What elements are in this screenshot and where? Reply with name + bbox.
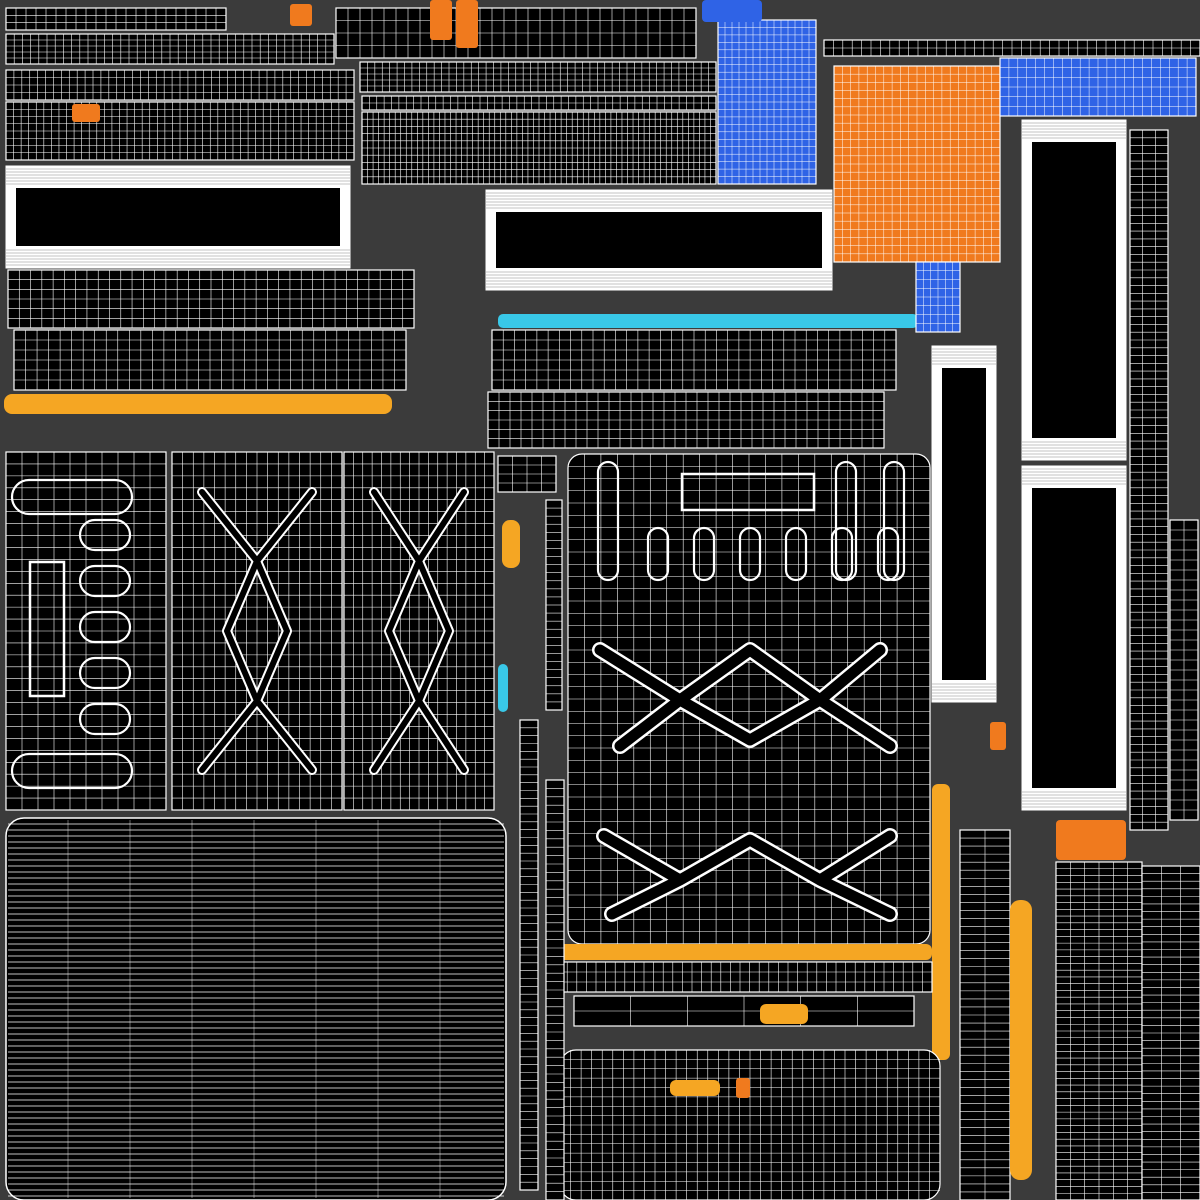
uv-island-top-small-row — [5, 7, 227, 31]
pad-left-capsule — [78, 656, 132, 690]
orange-chip-3 — [736, 1078, 750, 1098]
uv-island-lower-strip-a — [547, 961, 933, 993]
uv-island-bottom-right-block — [1055, 861, 1143, 1200]
orange-marker-top-1 — [290, 4, 312, 26]
uv-island-vertical-strip-c — [519, 719, 539, 1191]
uv-island-lower-strip-b — [573, 995, 915, 1027]
uv-island-top-strip-c — [5, 101, 355, 161]
pad-left-capsule-bottom — [10, 752, 134, 790]
pad-left-capsule — [78, 564, 132, 598]
pad-left-capsule-long — [10, 478, 134, 516]
uv-island-blue-block — [717, 19, 817, 185]
uv-island-center-strip-b — [361, 95, 717, 111]
uv-island-vertical-strip-d — [545, 779, 565, 1200]
uv-island-top-right-thin — [823, 39, 1200, 57]
uv-island-pad-left — [5, 451, 167, 811]
orange-bar-lower-horizontal — [546, 944, 932, 960]
uv-island-right-thin-column — [1129, 129, 1169, 831]
orange-marker-top-2 — [72, 104, 100, 122]
uv-island-top-strip-a — [5, 33, 335, 65]
orange-chip-2 — [670, 1080, 720, 1096]
uv-island-perspective-center-b — [487, 391, 885, 449]
uv-island-top-strip-b — [5, 69, 355, 101]
orange-marker-top-3 — [430, 0, 452, 40]
central-pad-capsule — [882, 460, 906, 582]
cyan-bar-center — [498, 314, 918, 328]
orange-bar-left — [4, 394, 392, 414]
pad-left-capsule — [78, 518, 132, 552]
uv-island-blue-small — [915, 261, 961, 333]
uv-island-right-panel-upper — [1021, 119, 1127, 461]
uv-island-right-panel-mid — [931, 345, 997, 703]
orange-bar-lower-vertical — [932, 784, 950, 1060]
uv-island-perspective-left-b — [13, 329, 407, 391]
central-pad-mini-capsule — [692, 526, 716, 582]
cyan-pill-mid — [498, 664, 508, 712]
central-pad-mini-capsule — [830, 526, 854, 582]
uv-island-center-strip-a — [359, 61, 717, 93]
uv-island-center-strip-c — [361, 111, 717, 185]
orange-bar-bottom-right — [1010, 900, 1032, 1180]
uv-island-perspective-center-a — [491, 329, 897, 391]
orange-marker-bottom-right — [990, 722, 1006, 750]
orange-pill-mid — [502, 520, 520, 568]
orange-chip-1 — [760, 1004, 808, 1024]
uv-island-bottom-right-column — [959, 829, 1011, 1200]
uv-island-x-pad-1 — [171, 451, 343, 811]
blue-marker-top — [702, 0, 762, 22]
uv-island-right-far-strip — [1169, 519, 1199, 821]
uv-island-perspective-left-a — [7, 269, 415, 329]
orange-marker-right — [1056, 820, 1126, 860]
central-pad-mini-capsule — [876, 526, 900, 582]
uv-island-central-pad — [567, 453, 931, 945]
uv-island-blue-strip — [999, 57, 1197, 117]
uv-island-bottom-right-narrow — [1141, 865, 1200, 1200]
central-pad-mini-capsule — [738, 526, 762, 582]
uv-island-lower-tray — [559, 1049, 941, 1200]
uv-island-vertical-strip-a — [497, 455, 557, 493]
uv-island-large-lined-panel — [5, 817, 507, 1200]
uv-island-x-pad-2 — [343, 451, 495, 811]
uv-island-orange-block — [833, 65, 1001, 263]
uv-island-vertical-strip-b — [545, 499, 563, 711]
pad-left-capsule — [78, 702, 132, 736]
central-pad-mini-capsule — [784, 526, 808, 582]
uv-island-black-panel-center — [485, 189, 833, 291]
uv-island-center-top-smalls — [335, 7, 697, 59]
orange-marker-top-4 — [456, 0, 478, 48]
central-pad-mini-capsule — [646, 526, 670, 582]
uv-island-black-panel-left — [5, 165, 351, 269]
central-pad-capsule — [596, 460, 620, 582]
pad-left-capsule — [78, 610, 132, 644]
uv-island-right-panel-lower — [1021, 465, 1127, 811]
